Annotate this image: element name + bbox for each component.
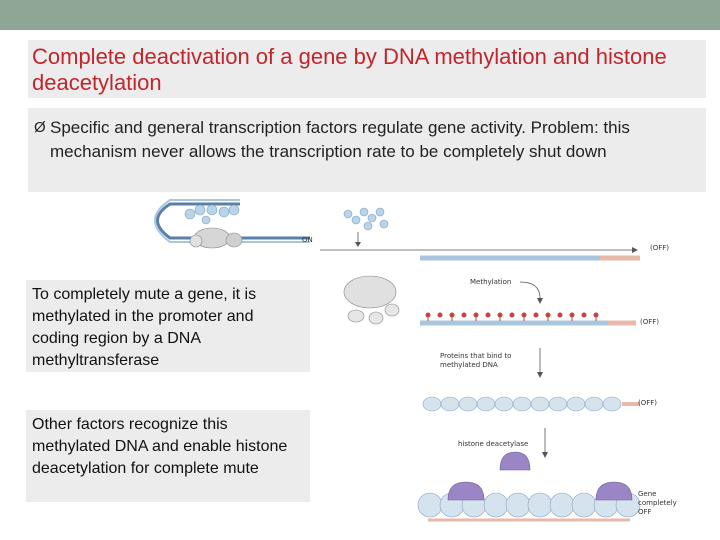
- label-off-1: (OFF): [650, 244, 670, 252]
- top-accent-bar: [0, 0, 720, 30]
- label-histone-deacetylase: histone deacetylase: [458, 440, 529, 448]
- label-on: ON: [302, 236, 313, 244]
- bullet-arrow-icon: Ø: [34, 119, 46, 136]
- label-proteins: Proteins that bind to methylated DNA: [440, 352, 512, 369]
- nucleosome-string: [422, 396, 622, 412]
- released-general-factors: [343, 275, 400, 325]
- released-factors: [343, 207, 389, 231]
- label-off-3: (OFF): [638, 399, 658, 407]
- slide-title: Complete deactivation of a gene by DNA m…: [28, 40, 706, 98]
- label-gene-off: Gene completely OFF: [638, 490, 677, 516]
- active-transcription-complex: [154, 199, 310, 249]
- note-deacetylation: Other factors recognize this methylated …: [26, 410, 310, 502]
- methylated-dna: [420, 312, 636, 326]
- label-off-2: (OFF): [640, 318, 660, 326]
- note-methylation: To completely mute a gene, it is methyla…: [26, 280, 310, 372]
- bullet-text: Specific and general transcription facto…: [50, 118, 630, 161]
- bullet-point: Ø Specific and general transcription fac…: [28, 108, 706, 192]
- histone-deacetylase-enzyme: [499, 451, 531, 471]
- label-methylation: Methylation: [470, 278, 512, 286]
